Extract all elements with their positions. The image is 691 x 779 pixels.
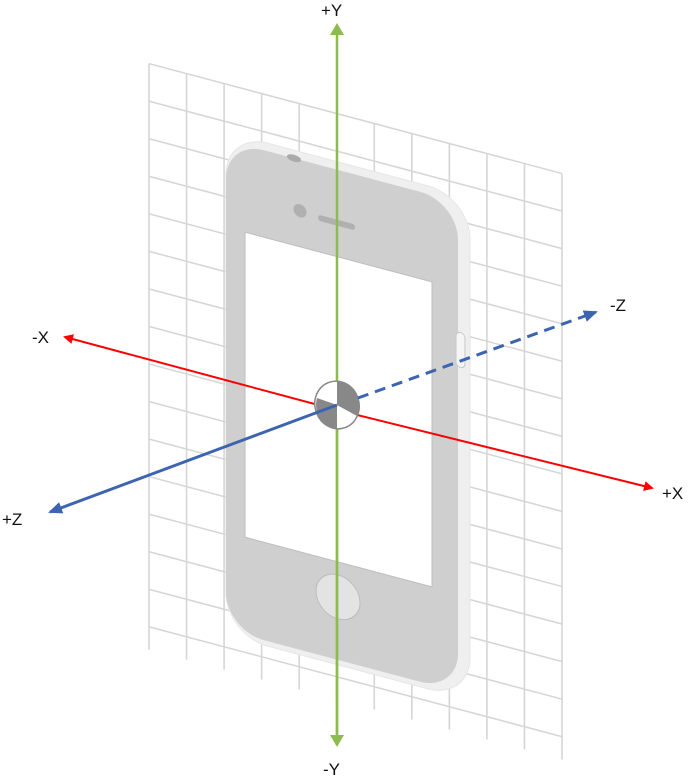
- grid-line: [149, 100, 562, 212]
- x-axis-neg: [63, 334, 338, 411]
- side-button: [455, 331, 466, 369]
- top-mic-icon: [287, 154, 301, 163]
- camera-icon: [293, 204, 307, 218]
- x-axis-pos: [336, 409, 654, 491]
- label-plus-x: +X: [662, 484, 684, 503]
- z-axis-pos: [48, 403, 338, 514]
- grid-line: [149, 62, 562, 175]
- label-minus-z: -Z: [610, 296, 627, 315]
- label-minus-x: -X: [32, 328, 49, 347]
- grid-line: [149, 626, 562, 738]
- z-axis-neg: [357, 310, 598, 400]
- label-plus-z: +Z: [2, 510, 23, 529]
- label-minus-y: -Y: [323, 760, 340, 779]
- label-plus-y: +Y: [321, 1, 343, 20]
